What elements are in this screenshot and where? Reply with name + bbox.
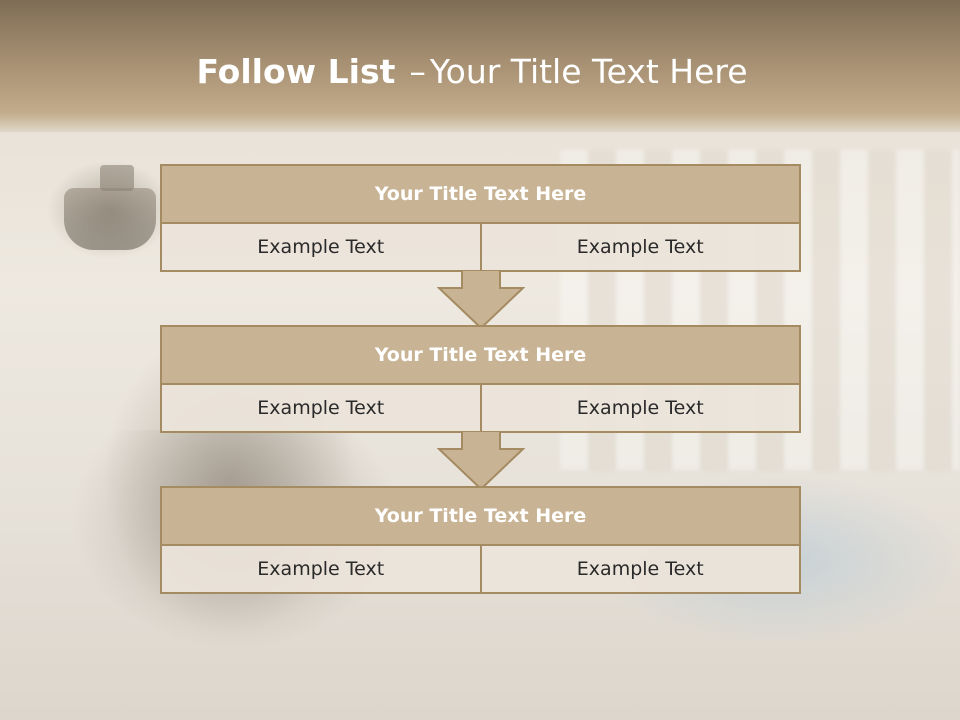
step-title: Your Title Text Here [162, 166, 799, 224]
slide-title-rest: Your Title Text Here [429, 52, 748, 91]
step-cell-right: Example Text [479, 546, 799, 592]
step-cell-right: Example Text [479, 224, 799, 270]
background-phone-detail [64, 188, 156, 250]
slide-title: Follow List–Your Title Text Here [0, 52, 944, 91]
slide-title-dash: – [409, 52, 426, 91]
step-row: Example Text Example Text [162, 224, 799, 270]
slide-title-bold: Follow List [196, 52, 396, 91]
down-arrow-icon [437, 431, 525, 491]
step-row: Example Text Example Text [162, 546, 799, 592]
step-cell-left: Example Text [162, 546, 480, 592]
step-cell-right: Example Text [479, 385, 799, 431]
step-box-1: Your Title Text Here Example Text Exampl… [160, 164, 801, 272]
step-cell-left: Example Text [162, 385, 480, 431]
step-cell-left: Example Text [162, 224, 480, 270]
down-arrow-icon [437, 270, 525, 330]
title-band [0, 0, 960, 132]
step-row: Example Text Example Text [162, 385, 799, 431]
step-box-2: Your Title Text Here Example Text Exampl… [160, 325, 801, 433]
background-phone-detail [100, 165, 134, 191]
step-title: Your Title Text Here [162, 327, 799, 385]
step-box-3: Your Title Text Here Example Text Exampl… [160, 486, 801, 594]
step-title: Your Title Text Here [162, 488, 799, 546]
